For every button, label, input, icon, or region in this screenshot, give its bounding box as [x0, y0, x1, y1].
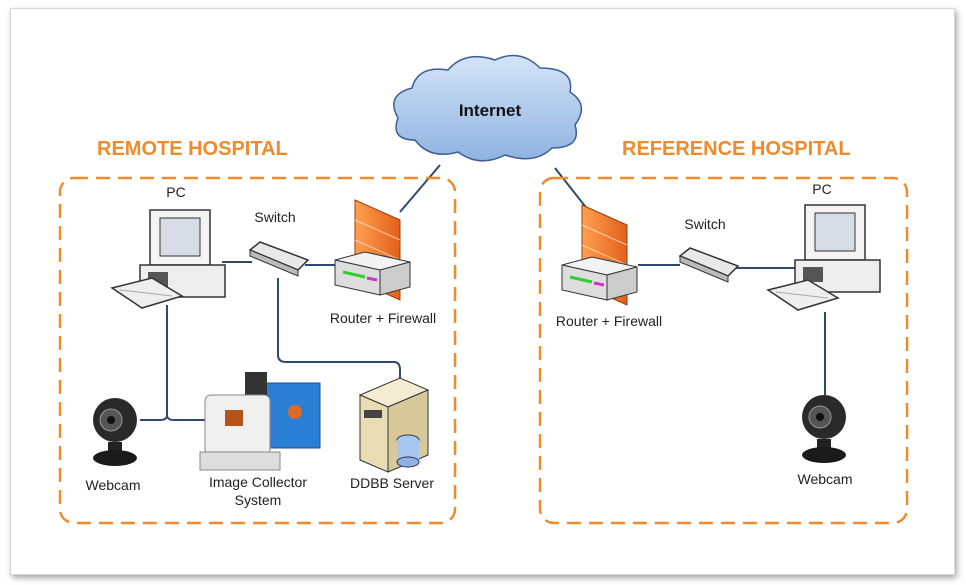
pc-icon	[794, 204, 881, 293]
reference-webcam-label: Webcam	[798, 471, 853, 487]
webcam-icon	[801, 394, 847, 464]
internet-cloud: Internet	[393, 54, 583, 162]
remote-switch-label: Switch	[254, 209, 295, 225]
webcam-icon	[92, 397, 138, 467]
reference-router-firewall: Router + Firewall	[556, 203, 662, 329]
ddbb-server: DDBB Server	[350, 377, 434, 491]
remote-pc-label: PC	[166, 184, 185, 200]
reference-hospital-title: REFERENCE HOSPITAL	[622, 138, 851, 160]
remote-pc: PC	[111, 184, 226, 309]
internet-label: Internet	[459, 101, 522, 120]
link-remote-switch-server	[277, 278, 401, 378]
server-label: DDBB Server	[350, 475, 434, 491]
remote-router-label: Router + Firewall	[330, 310, 436, 326]
reference-hospital-zone	[538, 176, 909, 525]
collector-label-line1: Image Collector	[209, 474, 307, 490]
remote-webcam-label: Webcam	[86, 477, 141, 493]
reference-pc-label: PC	[812, 181, 831, 197]
remote-webcam: Webcam	[86, 397, 141, 493]
remote-hospital-title: REMOTE HOSPITAL	[97, 138, 288, 160]
reference-switch-label: Switch	[684, 216, 725, 232]
reference-webcam: Webcam	[798, 394, 853, 487]
reference-switch: Switch	[679, 216, 739, 283]
image-collector-system: Image Collector System	[199, 372, 321, 508]
link-remote-pc-devices	[140, 305, 205, 421]
remote-hospital-zone	[58, 176, 457, 525]
switch-icon	[249, 241, 309, 277]
links	[140, 164, 826, 421]
collector-label-line2: System	[235, 492, 282, 508]
reference-pc: PC	[767, 181, 881, 311]
reference-router-label: Router + Firewall	[556, 313, 662, 329]
switch-icon	[679, 247, 739, 283]
remote-switch: Switch	[249, 209, 309, 277]
firewall-icon	[560, 203, 639, 307]
remote-router-firewall: Router + Firewall	[330, 198, 436, 326]
firewall-icon	[333, 198, 412, 302]
link-internet-remote-router	[399, 164, 441, 213]
retinal-camera-icon	[199, 372, 321, 471]
server-icon	[358, 377, 430, 473]
